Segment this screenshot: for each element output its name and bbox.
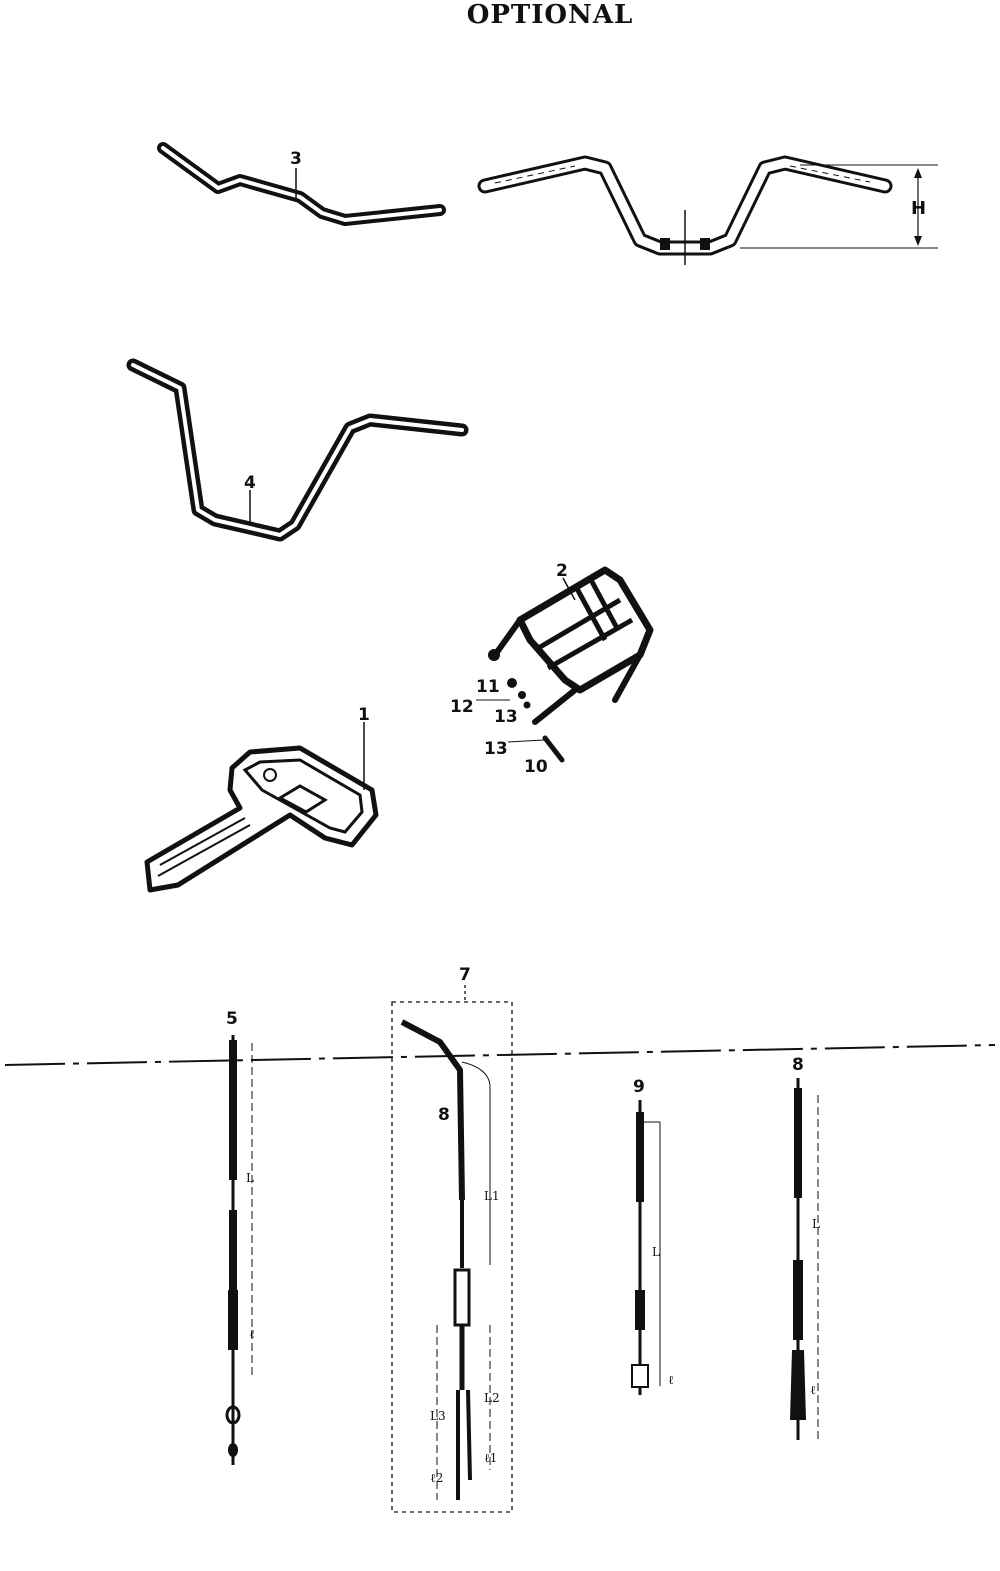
dim-ell2: ℓ2 [430,1471,443,1485]
screw-icon [507,678,517,688]
callout-3: 3 [290,149,302,169]
dim-ell1: ℓ1 [484,1451,497,1465]
page-title: OPTIONAL [466,0,634,30]
dim-l-right: L [812,1217,820,1231]
dim-l-left: L [246,1171,254,1185]
ignition-key: 1 [144,705,379,893]
callout-7: 7 [459,965,471,985]
callout-5: 5 [226,1009,238,1029]
dim-ell-short: ℓ [668,1373,674,1387]
dim-l1: L1 [484,1189,500,1203]
cable-short: L ℓ 9 [631,1077,674,1395]
callout-9: 9 [633,1077,645,1097]
dimension-h: H [911,198,926,219]
callout-8-inner: 8 [438,1105,450,1125]
cable-right: L ℓ 8 [790,1055,820,1440]
cable-left: L ℓ 5 [225,1009,255,1465]
cable-group: 7 8 L1 L2 L3 ℓ1 ℓ2 [391,965,513,1513]
callout-2: 2 [556,561,568,581]
handlebar-dimensioned: H [477,155,938,265]
dim-ell-left: ℓ [249,1327,255,1341]
callout-1: 1 [358,705,370,725]
callout-10: 10 [524,757,548,777]
washer-icon [518,691,526,699]
callout-4: 4 [244,473,256,493]
callout-11: 11 [476,677,500,697]
dim-ell-right: ℓ [810,1383,816,1397]
dim-l3: L3 [430,1409,446,1423]
reference-line [4,1044,996,1066]
callout-13a: 13 [494,707,518,727]
callout-12: 12 [450,697,474,717]
handlebar-high: 4 [126,358,469,542]
bolt-icon [542,735,565,763]
handlebar-low: 3 [157,142,446,226]
nut-icon [523,701,531,709]
callout-8: 8 [792,1055,804,1075]
rear-carrier: 2 11 12 13 13 10 [450,561,654,777]
dim-l2: L2 [484,1391,500,1405]
callout-13b: 13 [484,739,508,759]
dim-l-short: L [652,1245,660,1259]
